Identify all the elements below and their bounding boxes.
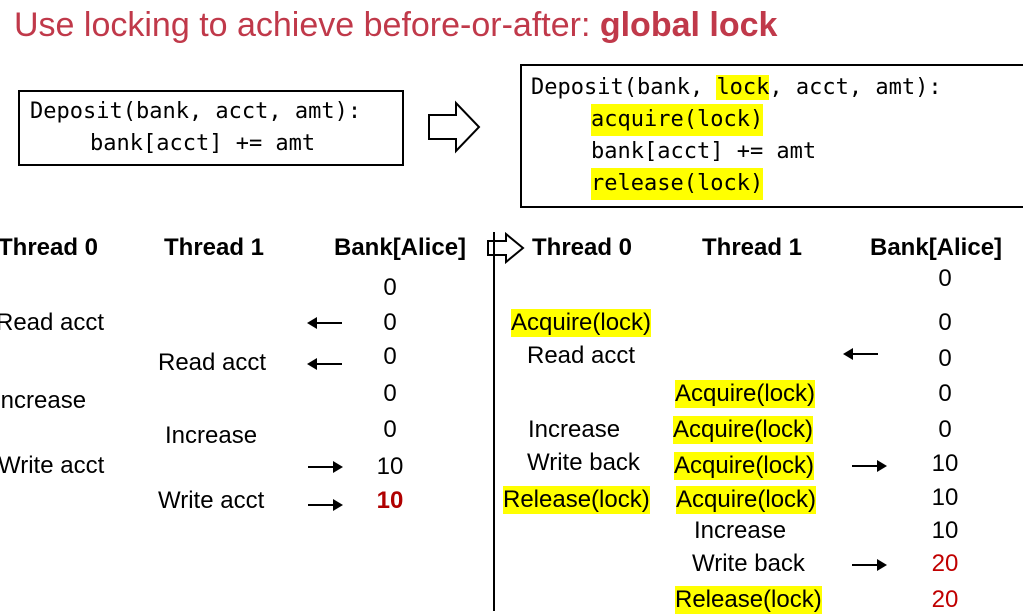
balance: 0	[383, 380, 397, 407]
left-arrow-icon	[307, 317, 342, 329]
t0-op: Read acct	[0, 309, 105, 336]
left-arrow-icon	[307, 358, 342, 370]
right-arrow-icon	[308, 499, 343, 511]
hollow-right-arrow-icon	[428, 100, 481, 154]
t1-op: Write acct	[158, 487, 265, 514]
lock-highlight: lock	[716, 75, 770, 100]
slide-title: Use locking to achieve before-or-after: …	[14, 6, 777, 45]
t0-op-acquire: Acquire(lock)	[511, 309, 652, 337]
left-header-thread1: Thread 1	[164, 234, 265, 261]
t1-op-acquire: Acquire(lock)	[674, 452, 815, 480]
right-arrow-icon	[308, 461, 343, 473]
balance: 0	[383, 343, 397, 370]
t1-op-release: Release(lock)	[675, 586, 822, 614]
balance: 0	[383, 416, 397, 443]
t1-op-acquire: Acquire(lock)	[675, 380, 816, 408]
right-header-bank: Bank[Alice]	[870, 234, 1003, 261]
t1-op: Increase	[165, 422, 258, 449]
left-header-thread0: Thread 0	[0, 234, 99, 261]
t1-op-acquire: Acquire(lock)	[673, 416, 814, 444]
balance: 0	[383, 274, 397, 301]
balance: 10	[931, 484, 959, 511]
t0-op: Write back	[527, 449, 640, 476]
left-arrow-icon	[843, 348, 878, 360]
t0-op: Increase	[0, 387, 87, 414]
t0-op-release: Release(lock)	[503, 486, 650, 514]
code-box-locked	[520, 64, 1023, 208]
t1-op-acquire: Acquire(lock)	[676, 486, 817, 514]
code-line: bank[acct] += amt	[90, 131, 316, 156]
right-arrow-icon	[852, 460, 887, 472]
title-prefix: Use locking to achieve before-or-after:	[14, 6, 600, 44]
right-arrow-icon	[852, 559, 887, 571]
code-box-original	[18, 90, 404, 166]
t0-op: Increase	[528, 416, 621, 443]
balance: 0	[938, 309, 952, 336]
right-header-thread1: Thread 1	[702, 234, 803, 261]
balance-final: 20	[931, 586, 959, 613]
t0-op: Write acct	[0, 452, 105, 479]
code-line-release: release(lock)	[591, 168, 764, 200]
title-emphasis: global lock	[599, 6, 778, 44]
balance: 10	[376, 453, 404, 480]
balance: 10	[931, 517, 959, 544]
divider-line	[493, 232, 495, 611]
balance: 0	[938, 416, 952, 443]
t1-op: Read acct	[158, 349, 267, 376]
code-line: bank[acct] += amt	[591, 139, 817, 164]
t1-op: Write back	[692, 550, 805, 577]
code-line-acquire: acquire(lock)	[591, 104, 764, 136]
balance: 0	[383, 309, 397, 336]
t1-op: Increase	[694, 517, 787, 544]
hollow-right-arrow-icon	[487, 232, 525, 264]
balance: 0	[938, 265, 952, 292]
left-header-bank: Bank[Alice]	[334, 234, 467, 261]
balance: 0	[938, 380, 952, 407]
code-line: Deposit(bank, lock, acct, amt):	[531, 75, 942, 100]
code-line: Deposit(bank, acct, amt):	[30, 99, 362, 124]
balance-final: 20	[931, 550, 959, 577]
balance: 10	[931, 450, 959, 477]
right-header-thread0: Thread 0	[532, 234, 633, 261]
t0-op: Read acct	[527, 342, 636, 369]
balance-final: 10	[376, 487, 404, 514]
balance: 0	[938, 345, 952, 372]
